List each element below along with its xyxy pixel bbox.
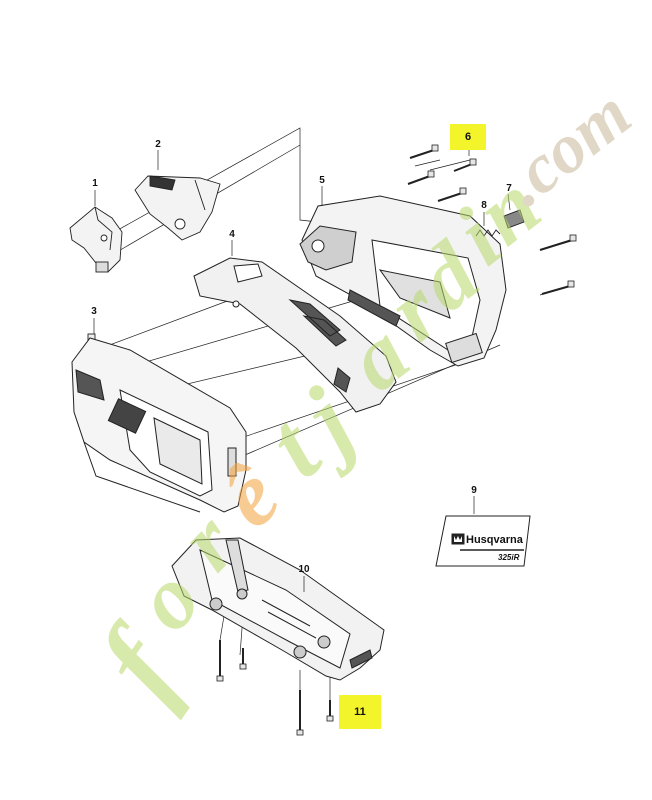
part-8-spring [475, 229, 501, 237]
part-7-button [503, 209, 525, 229]
part-6-screws [407, 144, 577, 295]
callout-part-11: 11 [354, 706, 366, 718]
part-4-handle [193, 257, 397, 413]
callout-part-8: 8 [481, 200, 487, 211]
callout-part-6-highlight: 6 [450, 124, 486, 150]
part-11-screws [216, 640, 334, 736]
part-5-motor-housing [299, 195, 507, 367]
callout-part-1: 1 [92, 178, 98, 189]
part-2-bracket [134, 175, 221, 241]
guide-line [429, 159, 471, 171]
callout-part-11-highlight: 11 [339, 695, 381, 729]
guide-line [414, 159, 441, 167]
callout-part-6: 6 [464, 131, 472, 143]
housing-lower-left [71, 337, 247, 513]
crown-logo-icon [454, 536, 462, 542]
decal-model-text: 325iR [498, 553, 520, 562]
callout-part-10: 10 [298, 564, 310, 575]
callout-part-7: 7 [506, 183, 512, 194]
callout-part-9: 9 [471, 485, 477, 496]
part-1-cover [69, 206, 123, 273]
part-10-base [171, 537, 385, 681]
callout-part-3: 3 [91, 306, 97, 317]
callout-part-2: 2 [155, 139, 161, 150]
callout-part-5: 5 [319, 175, 325, 186]
callout-part-4: 4 [229, 229, 235, 240]
decal-brand-text: Husqvarna [466, 534, 523, 546]
